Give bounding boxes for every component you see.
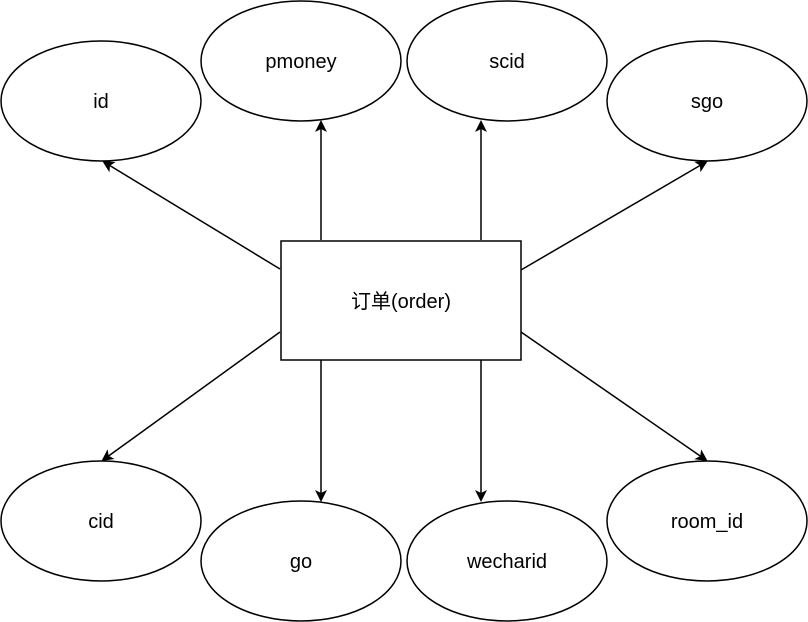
attribute-sgo[interactable]: sgo [606, 40, 808, 162]
attribute-id[interactable]: id [0, 40, 202, 162]
edge-to-sgo [520, 160, 708, 271]
attribute-scid[interactable]: scid [406, 0, 608, 122]
edge-to-id [102, 160, 281, 270]
attribute-room_id[interactable]: room_id [606, 460, 808, 582]
entity-order-label: 订单(order) [351, 290, 451, 313]
edge-to-room_id [520, 331, 708, 462]
edges [101, 120, 708, 502]
attribute-pmoney[interactable]: pmoney [200, 0, 402, 122]
attribute-cid-label: cid [88, 511, 114, 533]
entity-order[interactable]: 订单(order) [280, 240, 522, 361]
attribute-go-label: go [290, 551, 312, 573]
edge-to-cid [101, 331, 281, 462]
attribute-wecharid[interactable]: wecharid [406, 500, 608, 622]
attribute-sgo-label: sgo [691, 91, 723, 113]
attribute-id-label: id [93, 91, 109, 113]
attribute-go[interactable]: go [200, 500, 402, 622]
attribute-cid[interactable]: cid [0, 460, 202, 582]
attribute-room_id-label: room_id [671, 511, 743, 533]
attribute-scid-label: scid [489, 51, 525, 73]
attribute-pmoney-label: pmoney [265, 51, 336, 73]
attribute-wecharid-label: wecharid [466, 551, 547, 573]
